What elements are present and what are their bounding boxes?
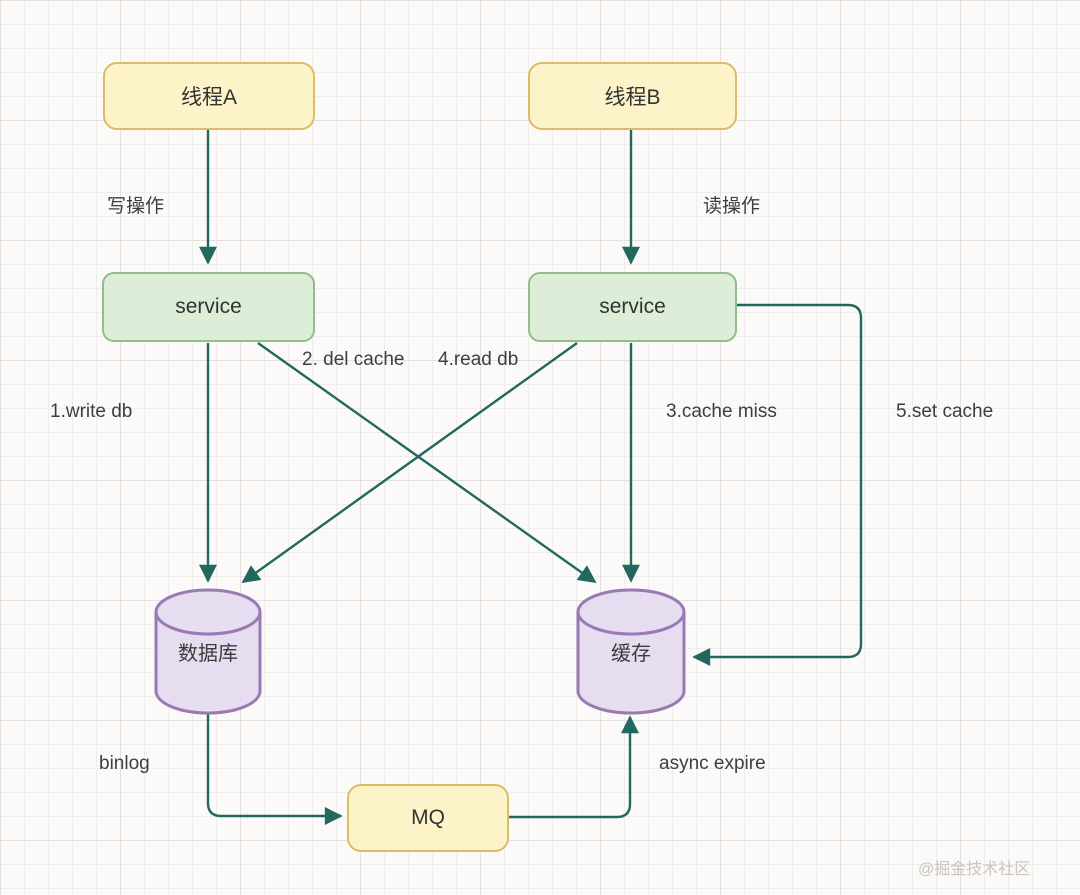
node-service-a-label: service (175, 295, 242, 318)
node-mq-label: MQ (411, 806, 445, 829)
node-thread-b-label: 线程B (604, 86, 661, 109)
edge-read-db (241, 342, 578, 584)
node-thread-b: 线程B (528, 62, 737, 130)
node-mq: MQ (347, 784, 509, 852)
edge-del-cache (257, 342, 597, 584)
cache-cylinder (576, 588, 686, 715)
label-del-cache: 2. del cache (302, 349, 405, 370)
label-write-db: 1.write db (50, 401, 133, 422)
node-thread-a: 线程A (103, 62, 315, 130)
label-write-op: 写操作 (107, 196, 165, 217)
label-read-op: 读操作 (703, 196, 761, 217)
label-set-cache: 5.set cache (896, 401, 994, 422)
label-async-expire: async expire (659, 753, 766, 774)
node-database-label: 数据库 (178, 643, 238, 665)
node-service-b-label: service (599, 295, 666, 318)
edge-async-expire (509, 715, 639, 819)
label-read-db: 4.read db (438, 349, 519, 370)
watermark: @掘金技术社区 (918, 861, 1031, 878)
database-cylinder (154, 588, 262, 715)
edge-binlog (206, 713, 343, 825)
label-binlog: binlog (99, 753, 150, 774)
node-thread-a-label: 线程A (180, 86, 237, 109)
node-cache-label: 缓存 (611, 643, 651, 665)
label-cache-miss: 3.cache miss (666, 401, 777, 422)
edge-set-cache (692, 303, 863, 666)
node-service-a: service (102, 272, 315, 342)
node-service-b: service (528, 272, 737, 342)
